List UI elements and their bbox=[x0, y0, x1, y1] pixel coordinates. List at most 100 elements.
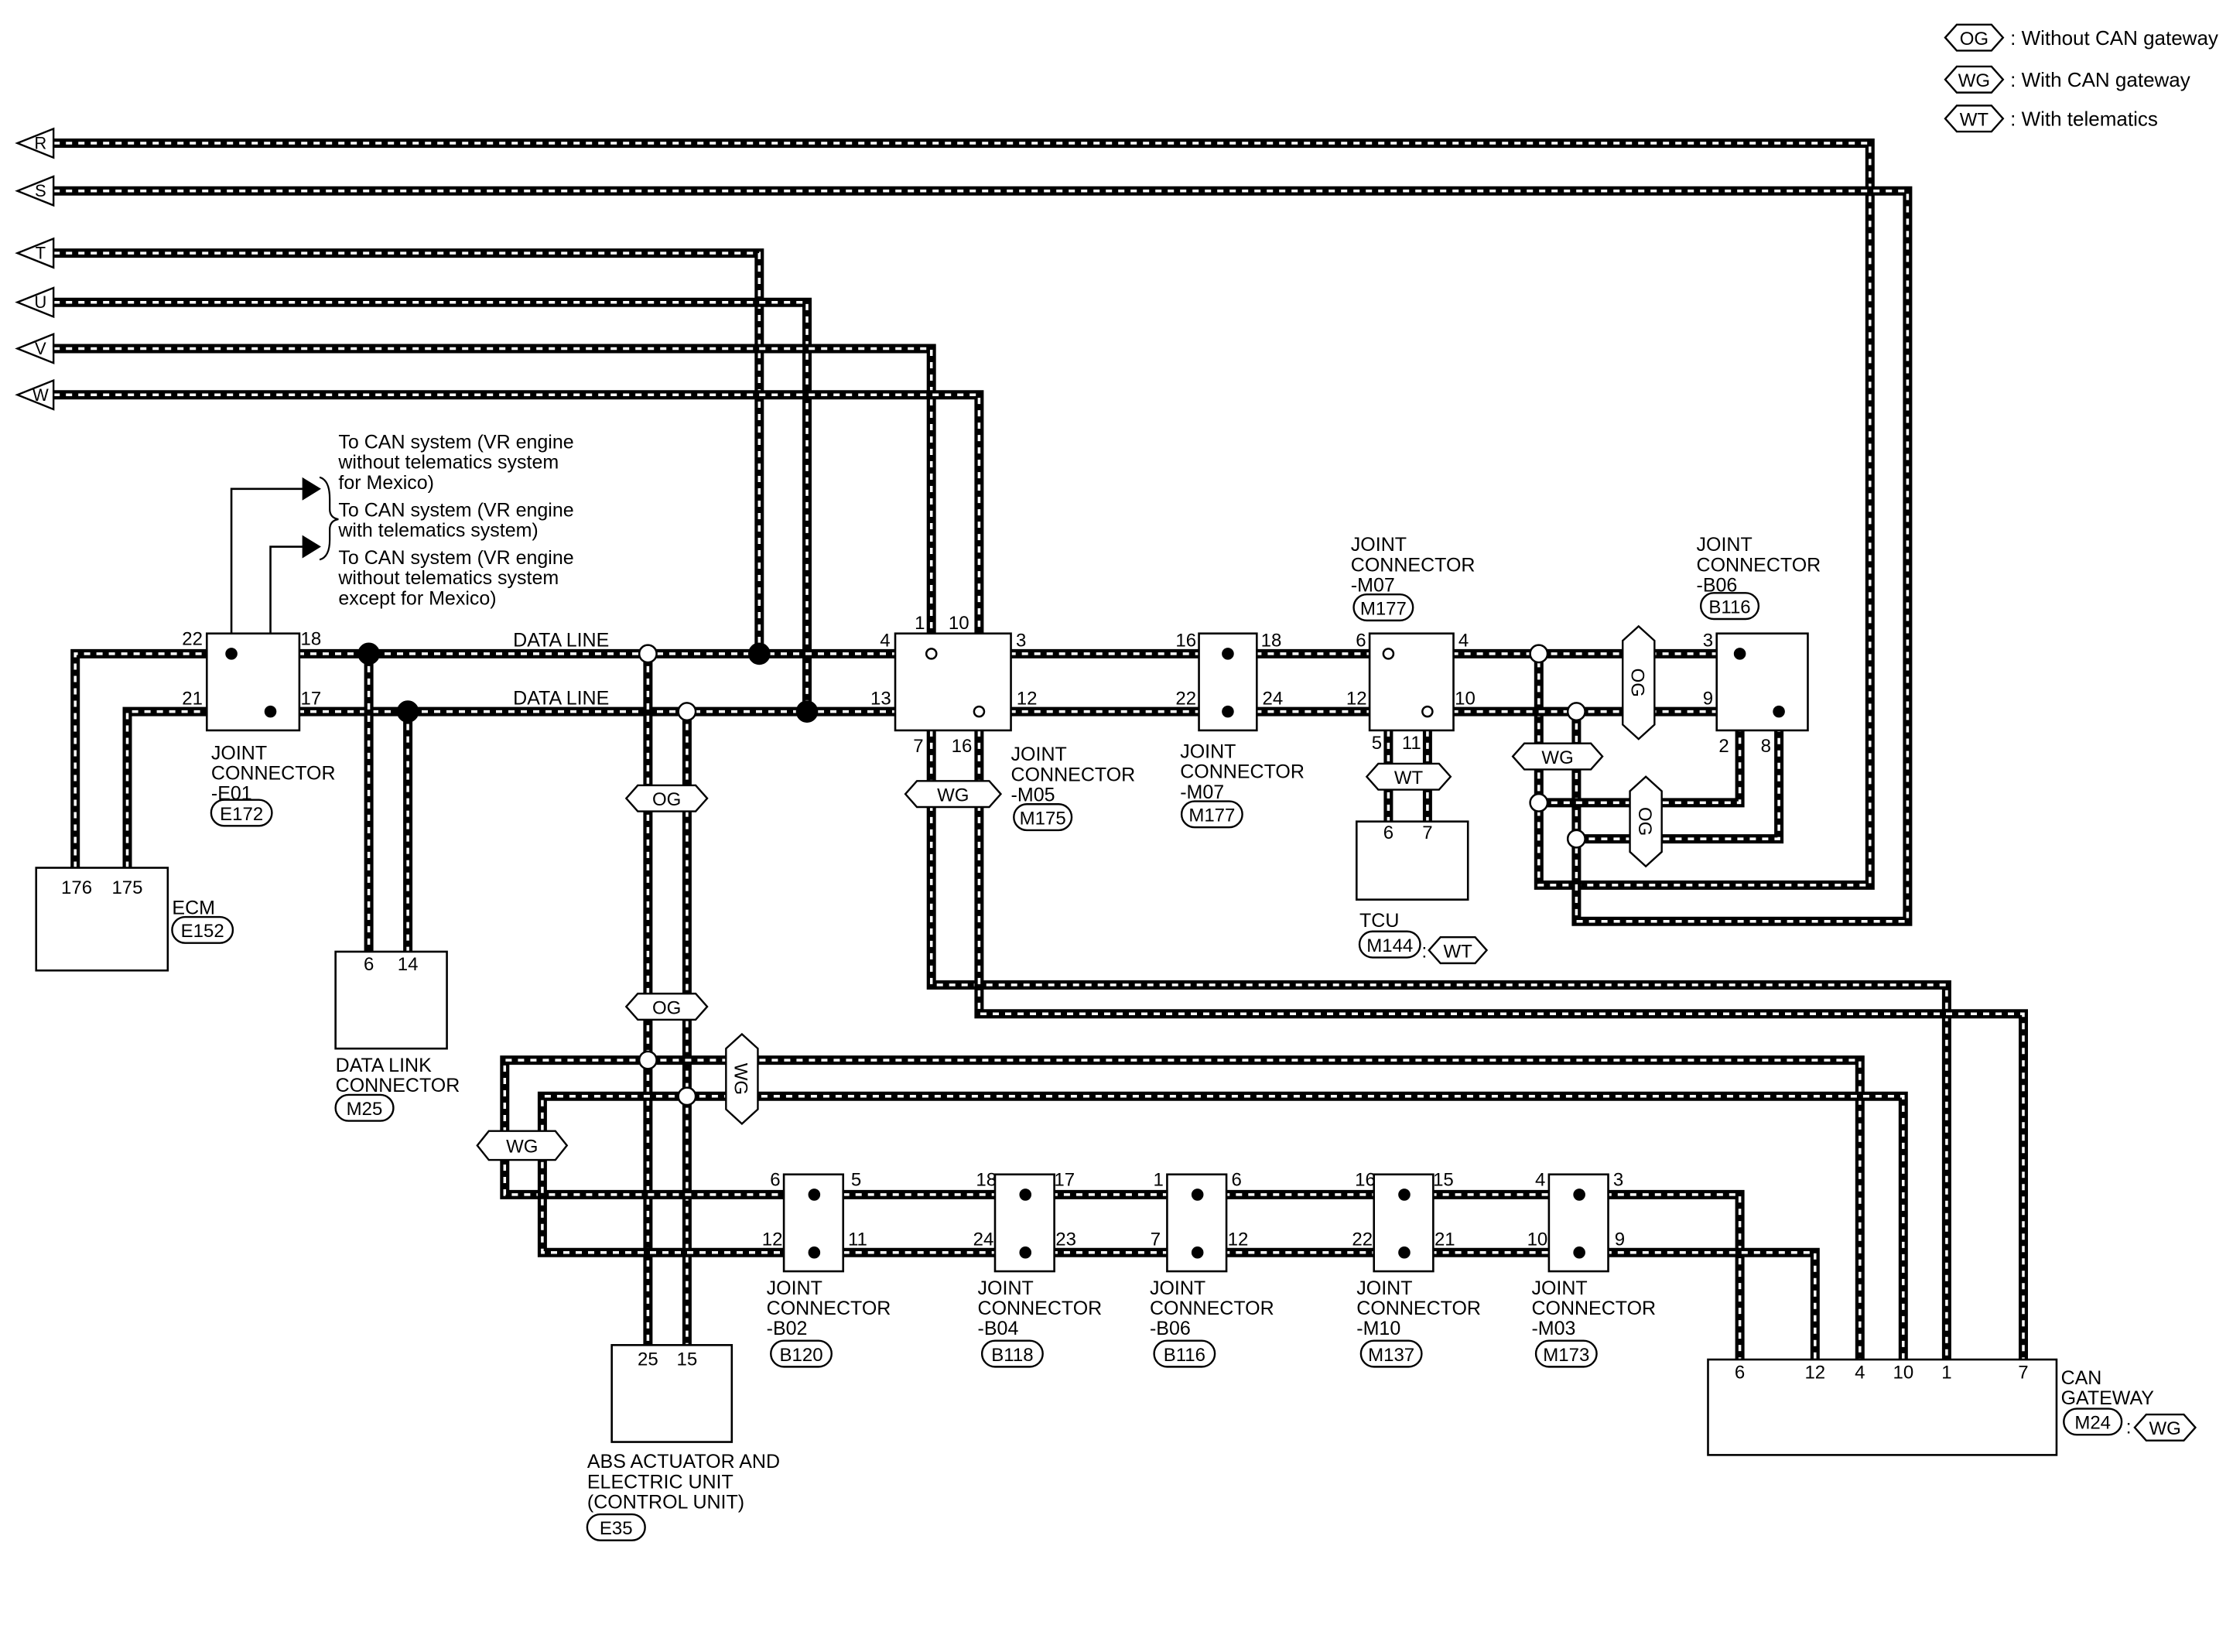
bj0-pin-tl: 6 bbox=[770, 1170, 780, 1191]
b06t-code-oval bbox=[1699, 592, 1760, 621]
b06-wire-2-dash bbox=[1538, 730, 1742, 805]
m05-title-1: CONNECTOR bbox=[1011, 764, 1136, 785]
bj0-pin-tr: 5 bbox=[851, 1170, 861, 1191]
bj3-pin-tl: 16 bbox=[1355, 1170, 1376, 1191]
m05-code-oval bbox=[1013, 803, 1073, 832]
splice-u bbox=[795, 700, 819, 723]
m07b-code: M177 bbox=[1360, 598, 1407, 619]
junction-bottom-h-2 bbox=[1191, 1189, 1204, 1201]
bj1-pin-bl: 24 bbox=[973, 1229, 994, 1250]
m07b-title-0: JOINT bbox=[1351, 534, 1407, 556]
abs-pin-25: 25 bbox=[638, 1349, 658, 1370]
m07b-title-1: CONNECTOR bbox=[1351, 554, 1476, 576]
m07b-code-oval bbox=[1352, 593, 1414, 622]
bj1-pin-tl: 18 bbox=[976, 1170, 997, 1191]
bj3-code-oval bbox=[1359, 1339, 1423, 1368]
e01-title-0: JOINT bbox=[211, 742, 267, 764]
joint-connector-m05-box bbox=[894, 632, 1012, 732]
bj4-pin-tr: 3 bbox=[1613, 1170, 1623, 1191]
tag-wg-abs: WG bbox=[730, 1063, 751, 1095]
bottom-l-5 bbox=[1605, 1247, 1820, 1360]
dlc-pin-14: 14 bbox=[398, 954, 419, 975]
bj0-pin-bl: 12 bbox=[762, 1229, 783, 1250]
wg-branch-l-dash bbox=[686, 1095, 1905, 1360]
junction-m07a-22 bbox=[1222, 705, 1234, 718]
dlc-title-1: CONNECTOR bbox=[336, 1075, 460, 1096]
legend-text-1: : With CAN gateway bbox=[2010, 68, 2190, 91]
bj2-pin-tr: 6 bbox=[1231, 1170, 1241, 1191]
abs-title-2: (CONTROL UNIT) bbox=[587, 1492, 744, 1513]
tcu-box bbox=[1355, 820, 1469, 901]
bj2-code: B116 bbox=[1164, 1345, 1205, 1366]
m07b-pin-10: 10 bbox=[1455, 688, 1476, 709]
arrow-line-a bbox=[230, 487, 307, 654]
gw-code-oval bbox=[2063, 1407, 2123, 1436]
wire-w bbox=[53, 390, 984, 712]
legend-tag-0-hex bbox=[1944, 23, 2005, 52]
tag-og-abs-2: OG bbox=[652, 997, 681, 1018]
bj4-pin-br: 9 bbox=[1615, 1229, 1625, 1250]
note-a-2: for Mexico) bbox=[338, 472, 434, 494]
wg-loop-l-dash bbox=[541, 1095, 785, 1254]
m07a-title-1: CONNECTOR bbox=[1180, 761, 1305, 783]
junction-bottom-l-0 bbox=[808, 1246, 821, 1259]
dlc-code: M25 bbox=[347, 1099, 383, 1120]
bottom-h-5-dash bbox=[1605, 1193, 1742, 1360]
gw-code: M24 bbox=[2074, 1413, 2111, 1434]
data-line-label-bottom: DATA LINE bbox=[513, 687, 609, 709]
note-c-1: without telematics system bbox=[337, 567, 559, 589]
tag-wt-tcu: WT bbox=[1394, 768, 1424, 788]
bj2-title-2: -B06 bbox=[1150, 1318, 1191, 1339]
splice-wg-l bbox=[677, 1086, 697, 1106]
tag-wg-m05-hex bbox=[904, 780, 1003, 809]
tcu-tag-hex bbox=[1428, 936, 1489, 965]
joint-connector-m07b-box bbox=[1368, 632, 1455, 732]
bj3-code: M137 bbox=[1368, 1345, 1414, 1366]
joint-connector-b06-top-box bbox=[1715, 632, 1809, 732]
m05-code: M175 bbox=[1020, 808, 1066, 829]
dlc-code-oval bbox=[334, 1093, 395, 1122]
tcu-code-oval bbox=[1358, 930, 1421, 959]
m05-pin-3: 3 bbox=[1016, 631, 1026, 652]
e01-pin-17: 17 bbox=[301, 688, 322, 709]
gw-title-1: GATEWAY bbox=[2061, 1387, 2155, 1409]
gw-colon: : bbox=[2126, 1416, 2132, 1438]
bj3-title-2: -M10 bbox=[1356, 1318, 1400, 1339]
arrow-head-b bbox=[302, 535, 321, 559]
e01-pin-22: 22 bbox=[182, 629, 203, 650]
bj2-code-oval bbox=[1153, 1339, 1216, 1368]
joint-connector-e01-box bbox=[205, 632, 301, 732]
splice-wg-h bbox=[638, 1050, 658, 1070]
splice-t bbox=[747, 642, 771, 665]
wire-v-dash bbox=[53, 347, 933, 654]
offsheet-arrow-1 bbox=[15, 175, 55, 207]
m07b-pin-6: 6 bbox=[1356, 631, 1366, 652]
tcu-colon: : bbox=[1421, 940, 1427, 962]
m07a-pin-24: 24 bbox=[1263, 688, 1284, 709]
legend-text-0: : Without CAN gateway bbox=[2010, 26, 2218, 50]
note-c-2: except for Mexico) bbox=[338, 587, 496, 609]
bj0-title-1: CONNECTOR bbox=[767, 1298, 891, 1319]
m07a-pin-22: 22 bbox=[1175, 688, 1196, 709]
offsheet-label-3: U bbox=[34, 292, 46, 312]
tag-og-right-1: OG bbox=[1626, 669, 1647, 697]
junction-bottom-l-2 bbox=[1191, 1246, 1204, 1259]
offsheet-label-5: W bbox=[32, 385, 49, 405]
junction-bottom-l-4 bbox=[1573, 1246, 1585, 1259]
e01-code-oval bbox=[210, 799, 273, 827]
e01-title-1: CONNECTOR bbox=[211, 762, 336, 784]
bj1-pin-br: 23 bbox=[1055, 1229, 1076, 1250]
m05-pin-16: 16 bbox=[952, 736, 973, 757]
arrow-head-a bbox=[302, 477, 321, 501]
splice-s bbox=[1566, 702, 1586, 722]
tag-wg-left-hex bbox=[476, 1130, 569, 1161]
m07a-title-2: -M07 bbox=[1180, 782, 1224, 803]
m07b-pin-4: 4 bbox=[1458, 631, 1469, 652]
m05-pin-1: 1 bbox=[915, 613, 925, 634]
legend-tag-0: OG bbox=[1960, 29, 1988, 50]
ecm-title: ECM bbox=[172, 897, 215, 918]
e01-code: E172 bbox=[220, 804, 263, 825]
m05-pin-7: 7 bbox=[913, 736, 923, 757]
m05-pin-10: 10 bbox=[949, 613, 969, 634]
